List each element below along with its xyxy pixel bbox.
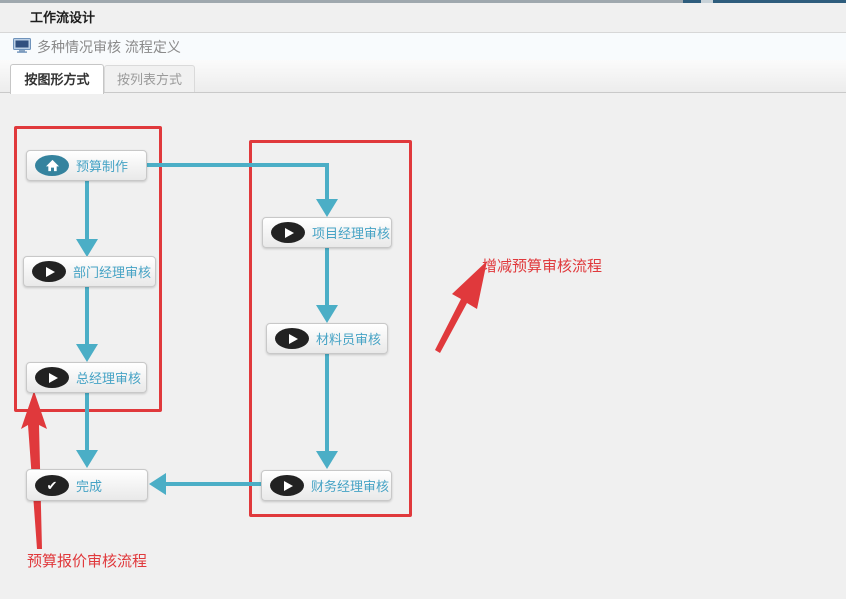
background-window-strip-dark bbox=[683, 0, 846, 3]
highlight-rect-budget-change-flow bbox=[249, 140, 412, 517]
play-icon bbox=[35, 367, 69, 388]
monitor-icon bbox=[13, 38, 31, 53]
node-label: 预算制作 bbox=[76, 159, 129, 174]
breadcrumb: 多种情况审核 流程定义 bbox=[37, 39, 181, 55]
home-icon bbox=[35, 155, 69, 176]
node-general-manager-review[interactable]: 总经理审核 bbox=[26, 362, 147, 393]
check-icon: ✔ bbox=[35, 474, 69, 496]
tab-bar-divider bbox=[0, 92, 846, 93]
background-window-strip bbox=[0, 0, 846, 3]
node-project-manager-review[interactable]: 项目经理审核 bbox=[262, 217, 392, 248]
node-complete[interactable]: ✔ 完成 bbox=[26, 469, 148, 501]
play-icon bbox=[275, 328, 309, 349]
node-label: 总经理审核 bbox=[76, 371, 142, 386]
node-budget-create[interactable]: 预算制作 bbox=[26, 150, 147, 181]
node-label: 材料员审核 bbox=[316, 332, 382, 347]
play-icon bbox=[270, 475, 304, 496]
tab-graphic-view[interactable]: 按图形方式 bbox=[10, 64, 104, 94]
document-header[interactable]: 多种情况审核 流程定义 bbox=[0, 33, 846, 89]
play-icon bbox=[32, 261, 66, 282]
node-label: 财务经理审核 bbox=[311, 479, 390, 494]
annotation-budget-quote-flow: 预算报价审核流程 bbox=[27, 553, 148, 570]
node-label: 完成 bbox=[76, 478, 103, 494]
tab-list-view[interactable]: 按列表方式 bbox=[104, 65, 195, 93]
node-dept-manager-review[interactable]: 部门经理审核 bbox=[23, 256, 156, 287]
node-finance-manager-review[interactable]: 财务经理审核 bbox=[261, 470, 392, 501]
window-title: 工作流设计 bbox=[30, 10, 96, 25]
play-icon bbox=[271, 222, 305, 243]
node-material-clerk-review[interactable]: 材料员审核 bbox=[266, 323, 388, 354]
window-titlebar: 工作流设计 bbox=[0, 3, 846, 33]
background-window-strip-notch bbox=[701, 0, 713, 3]
node-label: 项目经理审核 bbox=[312, 226, 391, 241]
node-label: 部门经理审核 bbox=[73, 265, 152, 280]
annotation-budget-change-flow: 增减预算审核流程 bbox=[482, 258, 603, 275]
